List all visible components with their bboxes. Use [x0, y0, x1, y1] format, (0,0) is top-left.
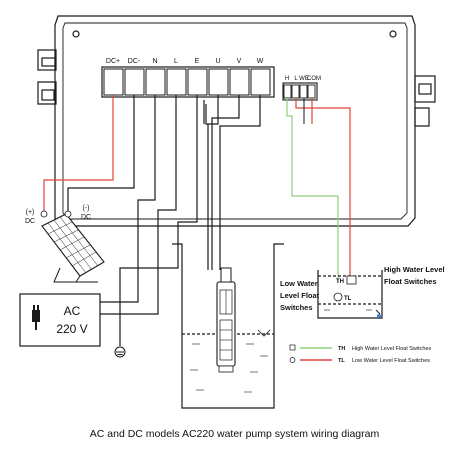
high-float-wire: [295, 98, 351, 276]
submersible-pump-icon: [216, 267, 236, 373]
dc-minus-wire: [67, 95, 135, 214]
main-terminal-block: DC+ DC- N L E U V W: [101, 58, 275, 98]
terminal-label-u: U: [215, 58, 220, 65]
low-float-label-line3: Switches: [280, 303, 313, 312]
float-terminal-label-com: COM: [307, 76, 321, 82]
terminal-label-dc-minus: DC-: [128, 58, 141, 65]
float-terminal-label-h: H: [285, 76, 289, 82]
ac-voltage-label: 220 V: [56, 322, 87, 336]
low-float-label-line2: Level Float: [280, 291, 320, 300]
low-float-wire: [286, 98, 339, 282]
th-tag: TH: [336, 279, 344, 285]
dc-plus-wire: [43, 95, 114, 214]
high-float-label-line1: High Water Level: [384, 265, 445, 274]
ac-l-wire: [100, 95, 177, 315]
legend-tl-text: Low Water Level Float Switches: [352, 358, 430, 364]
terminal-label-e: E: [195, 58, 200, 65]
legend-item-th: TH High Water Level Float Switches: [289, 344, 432, 352]
ground-icon: [114, 346, 126, 358]
tl-tag: TL: [344, 296, 352, 302]
tl-float-switch: TL: [333, 292, 352, 302]
th-float-switch: TH: [336, 275, 357, 285]
float-terminal-block: H L WE COM: [282, 76, 321, 101]
legend-th-text: High Water Level Float Switches: [352, 346, 432, 352]
ac-label: AC: [64, 304, 81, 318]
plug-icon: [32, 305, 40, 330]
legend-th-code: TH: [338, 346, 345, 352]
earth-wire: [119, 95, 198, 346]
solar-minus-dc-label: DC: [81, 214, 91, 221]
terminal-label-n: N: [152, 58, 157, 65]
drain-valve-icon: [377, 314, 381, 318]
float-terminal-label-l: L: [294, 76, 298, 82]
ac-n-wire: [100, 95, 156, 303]
solar-plus-label: (+): [26, 209, 35, 216]
low-float-label-line1: Low Water: [280, 279, 318, 288]
pump-wires: [203, 95, 261, 270]
solar-minus-label: (-): [83, 205, 90, 212]
terminal-label-v: V: [237, 58, 242, 65]
legend: TH High Water Level Float Switches TL Lo…: [289, 344, 432, 364]
terminal-label-w: W: [257, 58, 264, 65]
legend-item-tl: TL Low Water Level Float Switches: [289, 357, 430, 364]
high-float-label-line2: Float Switches: [384, 277, 437, 286]
float-terminal-label-we: WE: [299, 76, 309, 82]
controller-box: [37, 15, 436, 227]
diagram-caption: AC and DC models AC220 water pump system…: [89, 428, 380, 440]
terminal-label-dc-plus: DC+: [106, 58, 120, 65]
solar-panel: (+) DC (-) DC: [25, 205, 105, 283]
legend-tl-code: TL: [338, 358, 345, 364]
solar-plus-dc-label: DC: [25, 218, 35, 225]
ac-source-box: AC 220 V: [19, 293, 101, 347]
terminal-label-l: L: [174, 58, 178, 65]
